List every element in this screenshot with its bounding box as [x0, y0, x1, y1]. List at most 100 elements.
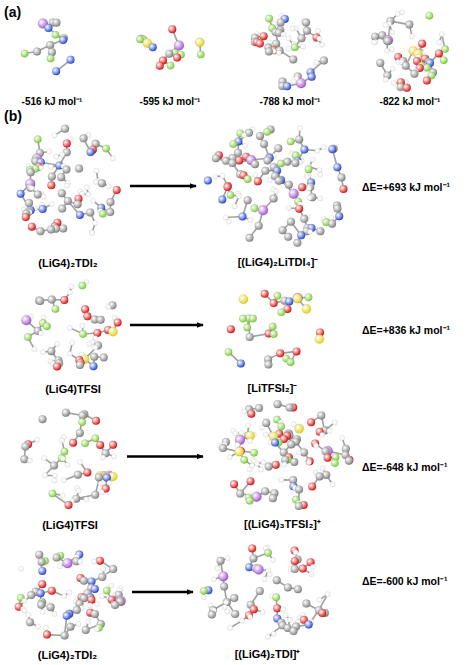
atom [22, 608, 27, 613]
molecule-cluster: (LiG4)₂TDI₂ [8, 122, 128, 270]
atom [149, 43, 157, 51]
atom [75, 165, 83, 173]
atom [376, 59, 384, 67]
atom [34, 135, 42, 143]
formula-label: (LiG4)TFSI [44, 383, 102, 395]
atom [274, 400, 282, 408]
atom [305, 621, 313, 629]
atom [38, 331, 43, 336]
atom [318, 609, 326, 617]
atom [313, 443, 318, 448]
atom [285, 181, 293, 189]
atom [410, 34, 415, 39]
atom [236, 193, 241, 198]
atom [410, 70, 418, 78]
atom [57, 564, 62, 569]
energy-value: ΔE=+836 kJ mol⁻¹ [362, 323, 450, 337]
atom [36, 297, 44, 305]
atom [237, 360, 245, 368]
atom [236, 490, 244, 498]
formula-label: (LiG4)TFSI [41, 519, 99, 531]
atom [295, 424, 304, 433]
atom [39, 205, 47, 213]
atom [232, 204, 237, 209]
atom [293, 347, 301, 355]
atom [100, 455, 105, 460]
atom [282, 462, 287, 467]
atom [74, 471, 82, 479]
molecule-cluster: (LiG4)₂TDI₂ [5, 540, 130, 662]
atom [87, 342, 92, 347]
atom [98, 573, 106, 581]
atom [43, 625, 48, 630]
atom [96, 441, 104, 449]
atom [264, 361, 272, 369]
atom [300, 215, 308, 223]
energy-value: -788 kJ mol⁻¹ [260, 94, 321, 108]
atom [320, 42, 325, 47]
atom [283, 82, 291, 90]
atom [86, 208, 94, 216]
atom [26, 612, 31, 617]
atom [61, 125, 69, 133]
atom [76, 621, 81, 626]
atom [218, 196, 226, 204]
atom [106, 184, 111, 189]
atom [263, 128, 271, 136]
atom [286, 36, 291, 41]
atom [287, 617, 292, 622]
atom [225, 348, 233, 356]
atom [59, 36, 67, 44]
atom [90, 198, 95, 203]
atom [321, 145, 326, 150]
atom [58, 189, 66, 197]
atom [47, 603, 55, 611]
atom [60, 296, 68, 304]
atom [226, 219, 231, 224]
atom [439, 32, 444, 37]
atom [59, 438, 64, 443]
atom [295, 502, 303, 510]
atom [276, 46, 284, 54]
atom [293, 239, 301, 247]
atom [254, 461, 259, 466]
atom [269, 323, 277, 331]
atom [231, 610, 239, 618]
atom [62, 165, 70, 173]
atom [320, 432, 325, 437]
atom [48, 296, 56, 304]
atom [261, 487, 269, 495]
atom [244, 175, 252, 183]
atom [69, 439, 77, 447]
atom [246, 333, 254, 341]
atom [384, 37, 392, 45]
atom [87, 603, 92, 608]
atom [241, 132, 246, 137]
atom [43, 631, 51, 639]
atom [287, 218, 295, 226]
atom [269, 494, 277, 502]
atom [61, 631, 69, 639]
molecule [217, 400, 353, 510]
atom [103, 587, 111, 595]
atom [255, 222, 263, 230]
molecule [371, 10, 449, 92]
atom [315, 28, 320, 33]
atom [437, 40, 442, 45]
atom [307, 229, 312, 234]
atom [48, 173, 56, 181]
atom [390, 66, 395, 71]
atom [296, 78, 306, 88]
atom [287, 138, 295, 146]
atom [78, 418, 86, 426]
atom [298, 183, 306, 191]
atom [55, 341, 60, 346]
atom [32, 347, 37, 352]
atom [277, 160, 285, 168]
atom [261, 460, 266, 465]
atom [303, 27, 311, 35]
atom [220, 582, 228, 590]
atom [250, 449, 258, 457]
atom [308, 483, 316, 491]
atom [245, 611, 253, 619]
